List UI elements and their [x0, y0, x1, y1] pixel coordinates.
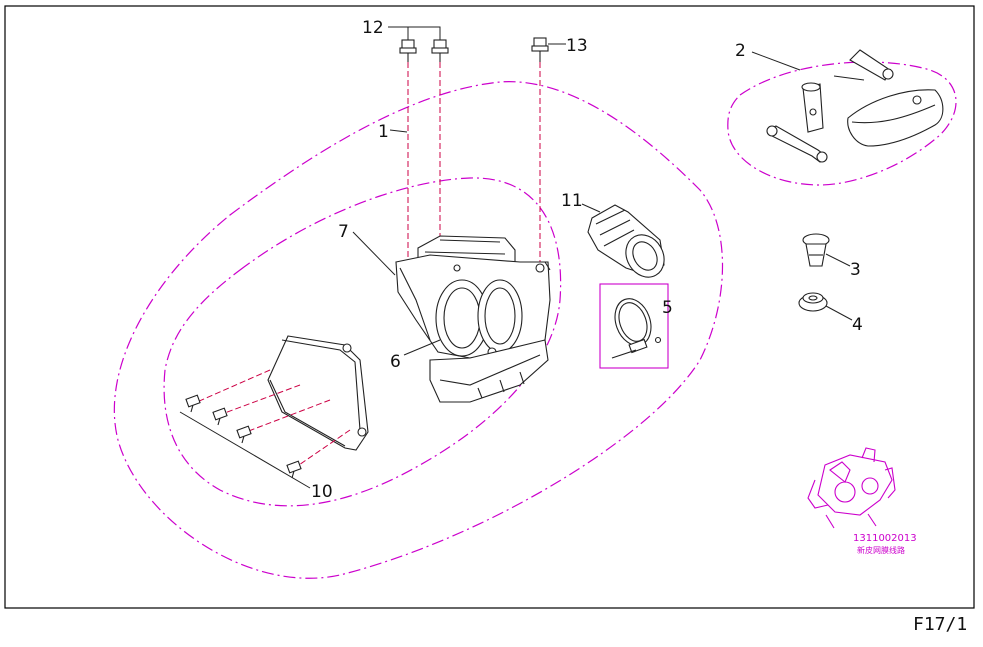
thumbnail-caption: 新皮网膜线路: [857, 545, 905, 555]
clamp-box: [599, 283, 669, 369]
bolt-12-right: [431, 39, 449, 62]
nut-4: [798, 292, 828, 312]
drawing-frame: [4, 5, 975, 609]
thumbnail-code: 1311002013: [853, 533, 917, 544]
leader-12: [388, 26, 441, 40]
leader-1: [389, 129, 408, 133]
callout-4: 4: [852, 315, 863, 335]
group-outline-7: [163, 177, 562, 507]
bolt-13: [531, 37, 549, 62]
leader-11: [581, 203, 601, 213]
air-cleaner-housing: [395, 235, 551, 403]
tool-kit: [766, 49, 944, 163]
bolt-3: [802, 233, 830, 267]
screws-10: [185, 394, 302, 479]
callout-10: 10: [311, 482, 333, 502]
leader-10: [179, 411, 311, 489]
bolt-12-left: [399, 39, 417, 62]
intake-boot: [587, 204, 665, 278]
callout-2: 2: [735, 41, 746, 61]
leader-7: [352, 231, 396, 276]
callout-7: 7: [338, 222, 349, 242]
callout-1: 1: [378, 122, 389, 142]
callout-12: 12: [362, 18, 384, 38]
leader-4: [825, 305, 853, 321]
callout-3: 3: [850, 260, 861, 280]
hose-clamp: [611, 298, 662, 359]
engine-thumbnail-icon: [807, 447, 896, 529]
group-outline-1: [113, 81, 724, 579]
callout-5: 5: [662, 298, 673, 318]
callout-6: 6: [390, 352, 401, 372]
leader-6: [403, 339, 441, 356]
callout-11: 11: [561, 191, 583, 211]
callout-13: 13: [566, 36, 588, 56]
leader-2: [751, 51, 801, 71]
sheet-id: F17/1: [913, 614, 968, 635]
air-filter-cover: [267, 335, 369, 451]
leader-3: [825, 253, 851, 267]
